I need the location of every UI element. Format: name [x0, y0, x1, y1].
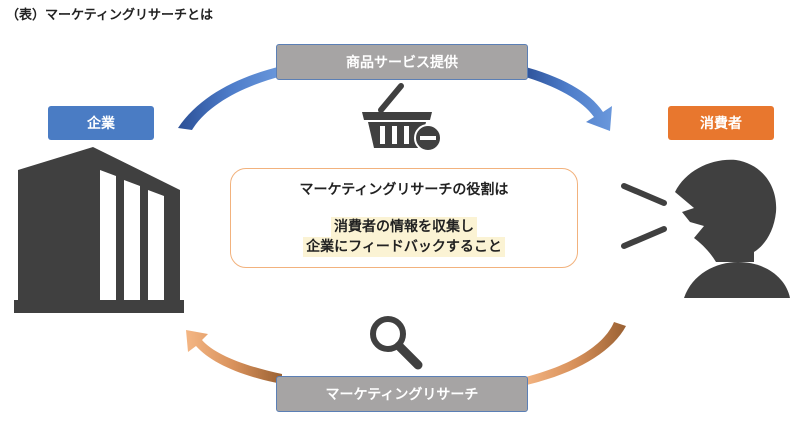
- role-line-1: 消費者の情報を収集し: [331, 217, 477, 237]
- person-speaking-icon: [621, 159, 790, 298]
- building-icon: [14, 147, 184, 313]
- role-description-box: マーケティングリサーチの役割は 消費者の情報を収集し 企業にフィードバックするこ…: [230, 168, 578, 268]
- marketing-research-label: マーケティングリサーチ: [276, 376, 528, 412]
- magnifier-icon: [370, 316, 423, 370]
- role-heading: マーケティングリサーチの役割は: [299, 182, 509, 198]
- shopping-basket-minus-icon: [362, 83, 442, 152]
- consumer-label: 消費者: [668, 106, 774, 140]
- company-label: 企業: [48, 106, 154, 140]
- page-title: （表）マーケティングリサーチとは: [6, 8, 213, 23]
- role-line-2: 企業にフィードバックすること: [303, 237, 505, 257]
- flow-arrow-bottom: [186, 322, 626, 386]
- flow-arrow-top: [178, 66, 612, 131]
- service-provision-label: 商品サービス提供: [276, 44, 528, 80]
